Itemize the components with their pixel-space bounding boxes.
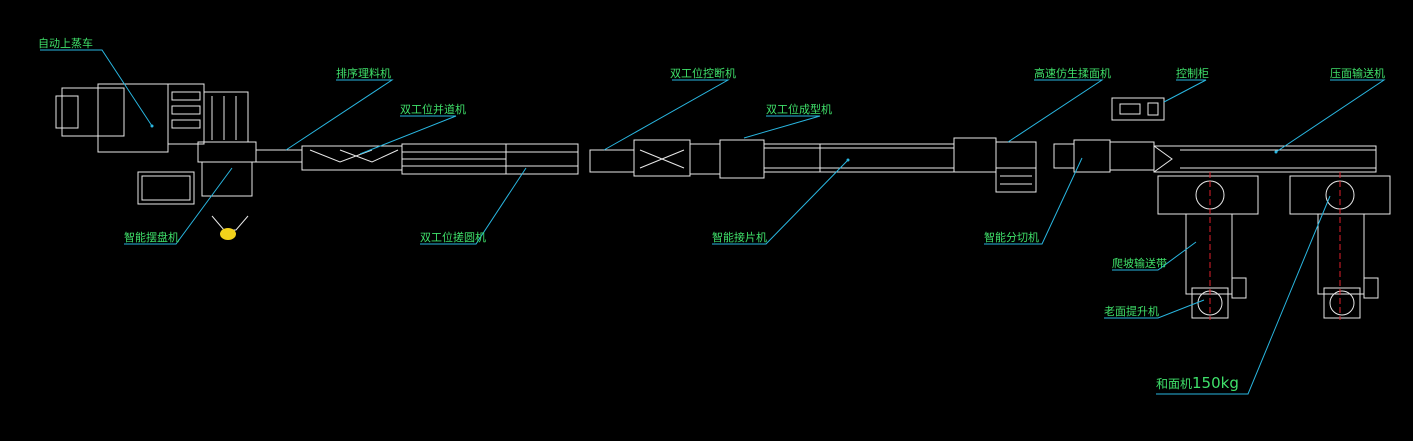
leader-lines bbox=[40, 49, 1386, 395]
label-mixer: 和面机150kg bbox=[1156, 376, 1239, 391]
high-speed-pressing-drawing bbox=[953, 137, 1037, 193]
dual-rounding-drawing bbox=[401, 143, 579, 175]
label-smart-cutting-machine: 智能分切机 bbox=[984, 231, 1039, 244]
control-cabinet-drawing bbox=[1111, 97, 1165, 121]
centerlines bbox=[1209, 172, 1341, 320]
label-smart-tray-machine: 智能摆盘机 bbox=[124, 231, 179, 244]
mixer-capacity: 150kg bbox=[1192, 374, 1239, 392]
auto-loader-drawing bbox=[55, 83, 257, 197]
smart-sheet-drawing bbox=[763, 143, 955, 173]
label-press-conveyor: 压面输送机 bbox=[1330, 67, 1385, 80]
label-dough-lift: 老面提升机 bbox=[1104, 305, 1159, 318]
mixer-name: 和面机 bbox=[1156, 377, 1193, 391]
label-smart-sheet-machine: 智能接片机 bbox=[712, 231, 767, 244]
label-sorting-machine: 排序理料机 bbox=[336, 67, 391, 80]
dual-kneading-forming-drawing bbox=[589, 139, 765, 179]
label-control-cabinet: 控制柜 bbox=[1176, 67, 1209, 80]
label-auto-loader: 自动上蒸车 bbox=[38, 37, 93, 50]
label-dual-kneading-machine: 双工位控断机 bbox=[670, 67, 736, 80]
smart-cutting-drawing bbox=[1053, 139, 1155, 173]
label-dual-forming-machine: 双工位成型机 bbox=[766, 103, 832, 116]
mixer-unit-left-drawing bbox=[1157, 175, 1259, 319]
press-conveyor-drawing bbox=[1153, 145, 1377, 173]
label-climbing-conveyor: 爬坡输送带 bbox=[1112, 257, 1167, 270]
sorting-merge-drawing bbox=[256, 145, 403, 171]
label-dual-merge-machine: 双工位并道机 bbox=[400, 103, 466, 116]
label-high-speed-pressing: 高速仿生揉面机 bbox=[1034, 67, 1111, 80]
label-dual-rounding-machine: 双工位搓圆机 bbox=[420, 231, 486, 244]
tray-accent bbox=[220, 228, 236, 240]
